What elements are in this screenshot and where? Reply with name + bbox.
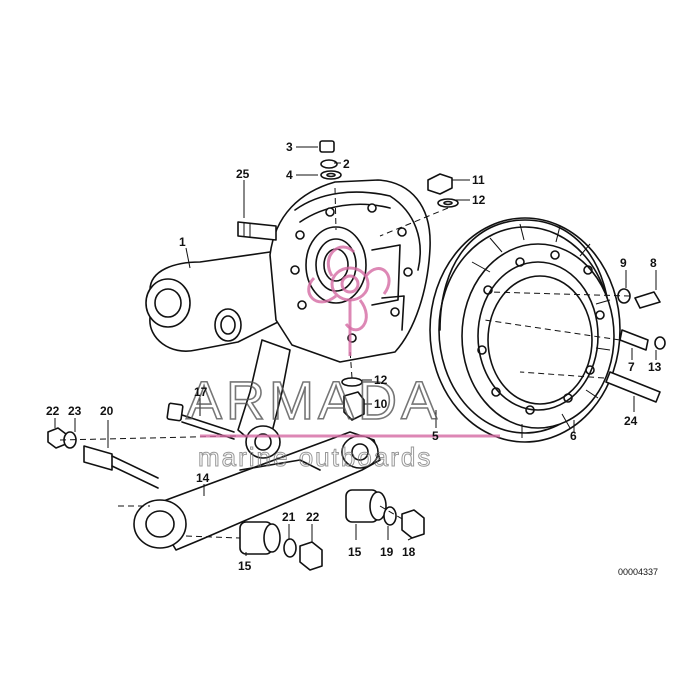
watermark: ARMADA marine outboards (185, 245, 500, 473)
callout-16: 17 (194, 385, 208, 399)
callout-labels: 3 2 4 25 1 11 12 9 8 7 13 12 10 17 24 5 … (46, 140, 662, 577)
callout-18: 19 (380, 545, 394, 559)
final-drive-housing (145, 179, 431, 459)
callout-4: 4 (286, 168, 293, 182)
bushing-set-left (239, 521, 323, 571)
drawing-reference-number: 00004337 (618, 567, 658, 577)
callout-21: 22 (306, 510, 320, 524)
torque-arm (133, 431, 381, 551)
callout-5: 5 (432, 429, 439, 443)
callout-12-top: 12 (472, 193, 486, 207)
callout-22: 22 (46, 404, 60, 418)
leader-lines (54, 146, 657, 556)
callout-19: 20 (100, 404, 114, 418)
callout-20: 21 (282, 510, 296, 524)
bushing-set-right (345, 489, 425, 539)
callout-8: 8 (650, 256, 657, 270)
callout-3: 3 (286, 140, 293, 154)
watermark-logo (307, 245, 391, 356)
assembly-lines (59, 187, 631, 539)
right-small-parts (605, 288, 666, 403)
callout-9: 9 (620, 256, 627, 270)
callout-23: 23 (68, 404, 82, 418)
callout-24: 24 (624, 414, 638, 428)
callout-25: 25 (236, 167, 250, 181)
callout-11: 11 (472, 173, 485, 187)
callout-12-bottom: 12 (374, 373, 388, 387)
watermark-subtitle: marine outboards (198, 442, 432, 472)
top-small-parts (319, 140, 459, 208)
callout-13: 13 (648, 360, 662, 374)
callout-14: 14 (196, 471, 210, 485)
callout-10: 10 (374, 397, 388, 411)
callout-7: 7 (628, 360, 635, 374)
callout-15-right: 15 (348, 545, 362, 559)
callout-15-left: 15 (238, 559, 252, 573)
drain-plug-parts (341, 377, 365, 421)
bolt-19-stack (47, 427, 159, 489)
callout-1: 1 (179, 235, 186, 249)
ring-gear-cover (429, 217, 621, 443)
callout-17: 18 (402, 545, 416, 559)
callout-2: 2 (343, 157, 350, 171)
watermark-title: ARMADA (186, 371, 441, 431)
callout-6: 6 (570, 429, 577, 443)
